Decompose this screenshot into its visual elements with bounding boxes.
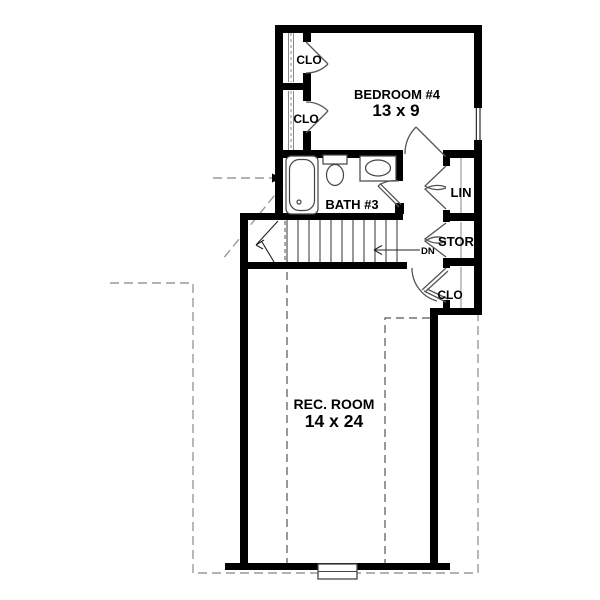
wall-top <box>275 25 482 33</box>
wall-left-lower <box>240 213 248 570</box>
room-label-bedroom4: BEDROOM #4 <box>354 87 441 102</box>
wall-clo-stub-top <box>443 258 450 268</box>
wall-closet-stub-4 <box>303 131 311 151</box>
bedroom-door <box>404 126 446 157</box>
room-dims-bedroom4: 13 x 9 <box>372 101 419 120</box>
bedroom-window <box>474 107 482 141</box>
ceiling-line-right <box>384 317 430 563</box>
room-label-linen: LIN <box>451 185 472 200</box>
toilet <box>322 154 348 187</box>
roofline-diagonal <box>221 184 284 261</box>
wall-closet-stub-3 <box>303 90 311 101</box>
stair-treads <box>286 220 398 262</box>
wall-bath-door-stub <box>395 203 404 214</box>
room-labels: CLO CLO BEDROOM #4 13 x 9 BATH #3 LIN ST… <box>293 53 474 431</box>
hall-closet-door <box>411 267 449 303</box>
closet-mid-door <box>305 101 329 134</box>
wall-right-above-window <box>474 25 482 107</box>
wall-bedroom-bath <box>275 150 403 158</box>
vanity-sink <box>359 155 397 182</box>
wall-clo-stub-bottom <box>443 300 450 315</box>
closet-shelf-lines <box>288 33 462 308</box>
bathtub <box>285 155 319 215</box>
wall-bath-right <box>396 150 403 181</box>
wall-closet-divider <box>275 83 311 90</box>
wall-bedroom-lin <box>443 150 482 158</box>
wall-lin-stub-top <box>443 158 450 166</box>
wall-closet-stub-2 <box>303 73 311 83</box>
wall-lin-stor-divider <box>443 213 482 221</box>
linen-double-door <box>423 165 447 210</box>
bath-door <box>377 179 402 208</box>
stair-break-arrow <box>255 220 279 263</box>
wall-rec-right <box>430 308 438 570</box>
walls <box>225 25 482 570</box>
storage-double-door <box>423 222 447 258</box>
doors <box>305 41 449 303</box>
rec-room-window <box>317 563 358 580</box>
wall-right-below-window <box>474 141 482 315</box>
room-label-closet-mid: CLO <box>293 112 318 126</box>
room-label-closet-top: CLO <box>296 53 321 67</box>
wall-stair-bottom <box>240 262 407 269</box>
bathroom-fixtures <box>285 154 397 215</box>
wall-left-upper <box>275 25 283 220</box>
stair-dn-label: DN <box>421 246 435 257</box>
staircase: DN <box>255 220 435 263</box>
wall-stor-clo-divider <box>443 258 482 266</box>
wall-clo-bottom <box>430 308 482 315</box>
room-label-rec-room: REC. ROOM <box>294 396 375 412</box>
wall-stair-top <box>240 213 403 220</box>
roofline-lower-outline <box>110 282 479 574</box>
stair-down-arrow <box>373 245 420 255</box>
closet-top-door <box>305 41 329 74</box>
wall-closet-stub-1 <box>303 32 311 42</box>
ceiling-lines-dashed <box>286 272 430 563</box>
room-label-closet-hall: CLO <box>437 288 462 302</box>
room-dims-rec-room: 14 x 24 <box>305 411 364 431</box>
room-label-bath3: BATH #3 <box>325 197 378 212</box>
roof-outline-dashed <box>110 173 479 574</box>
room-label-storage: STOR <box>438 234 474 249</box>
